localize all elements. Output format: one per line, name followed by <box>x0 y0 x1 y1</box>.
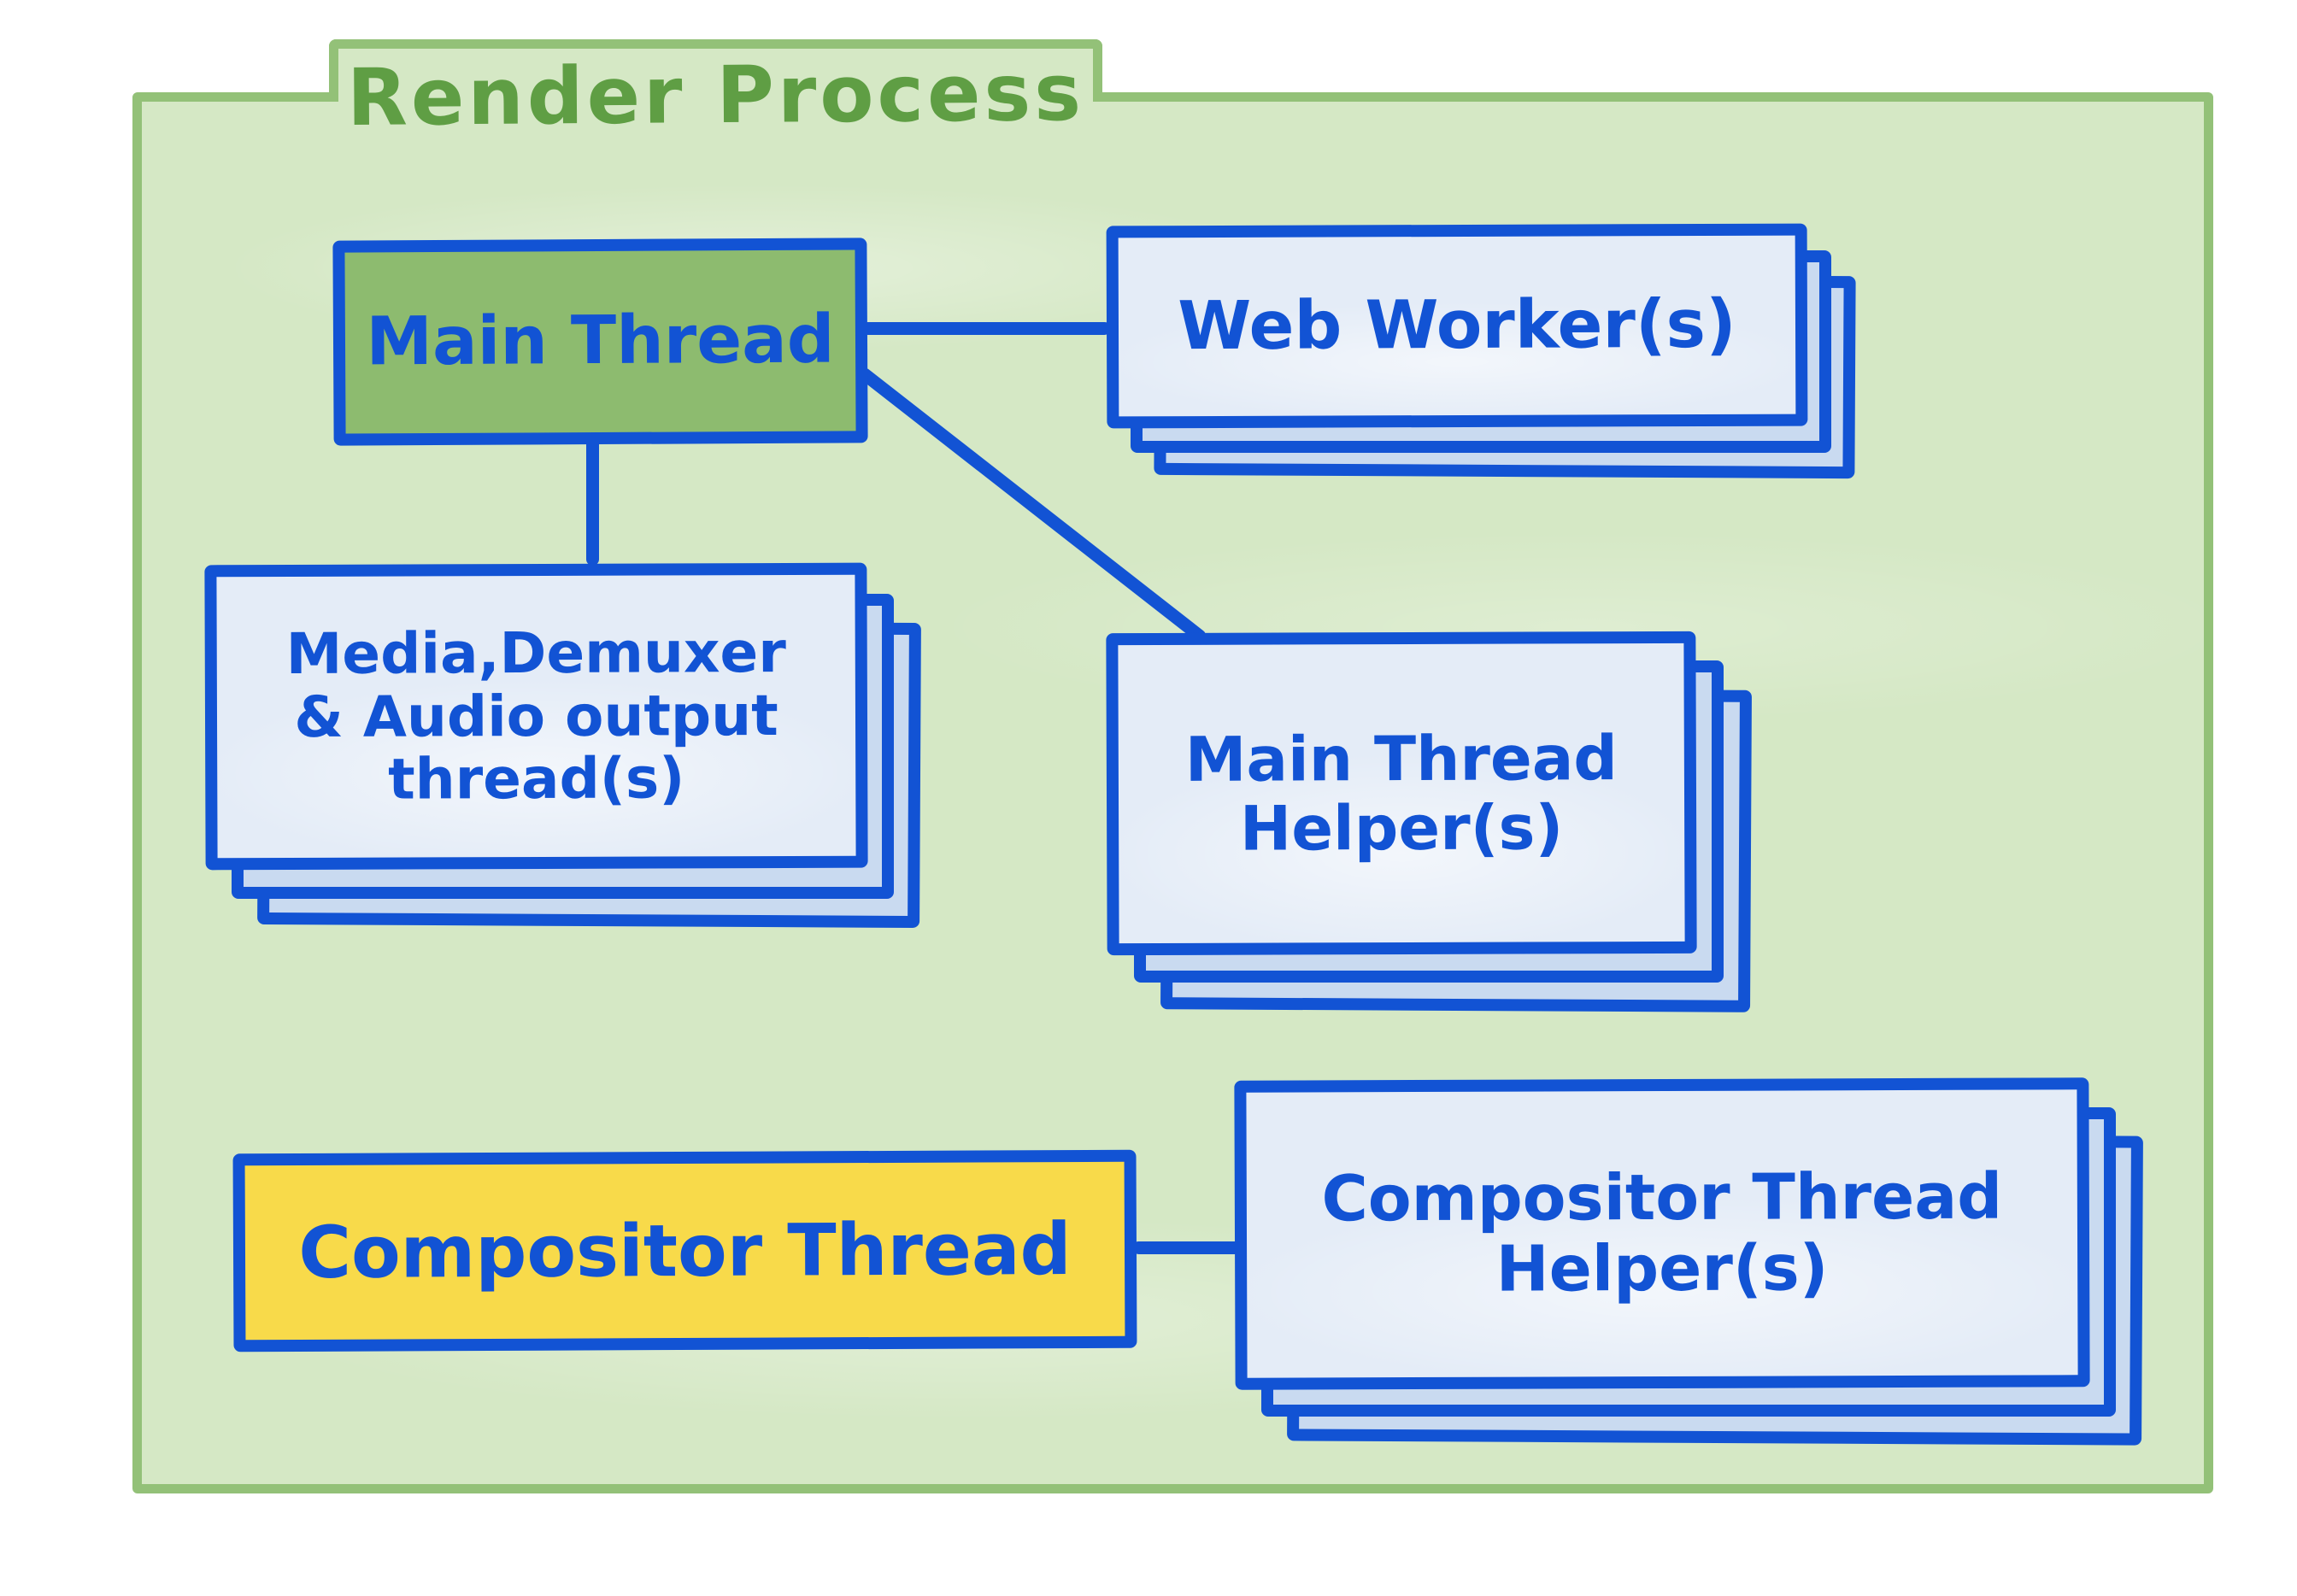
render-process-folder-tab <box>329 39 1102 102</box>
media-demuxer-label-line1: Media,Demuxer <box>285 619 786 687</box>
compositor-thread-helpers-label-line2: Helper(s) <box>1495 1231 1829 1306</box>
node-compositor-thread: Compositor Thread <box>232 1149 1137 1352</box>
main-thread-label: Main Thread <box>366 301 835 381</box>
main-thread-helpers-label-line2: Helper(s) <box>1239 790 1564 865</box>
node-main-thread-helpers: Main Thread Helper(s) <box>1106 631 1697 956</box>
node-web-workers: Web Worker(s) <box>1106 223 1808 429</box>
compositor-thread-helpers-label-line1: Compositor Thread <box>1321 1159 2003 1236</box>
edge-main-thread-to-web-workers <box>861 322 1111 335</box>
main-thread-helpers-label-line1: Main Thread <box>1184 721 1618 795</box>
edge-main-thread-to-media-demuxer <box>586 437 599 566</box>
media-demuxer-label-line2: & Audio output <box>294 682 778 750</box>
web-workers-label: Web Worker(s) <box>1178 285 1736 365</box>
edge-compositor-thread-to-helpers <box>1132 1241 1242 1254</box>
diagram-title: Render Process <box>346 46 1085 144</box>
media-demuxer-label-line3: thread(s) <box>387 745 685 813</box>
node-main-thread: Main Thread <box>332 238 868 446</box>
node-media-demuxer: Media,Demuxer & Audio output thread(s) <box>204 562 868 871</box>
compositor-thread-label: Compositor Thread <box>298 1206 1072 1294</box>
node-compositor-thread-helpers: Compositor Thread Helper(s) <box>1234 1077 2090 1390</box>
